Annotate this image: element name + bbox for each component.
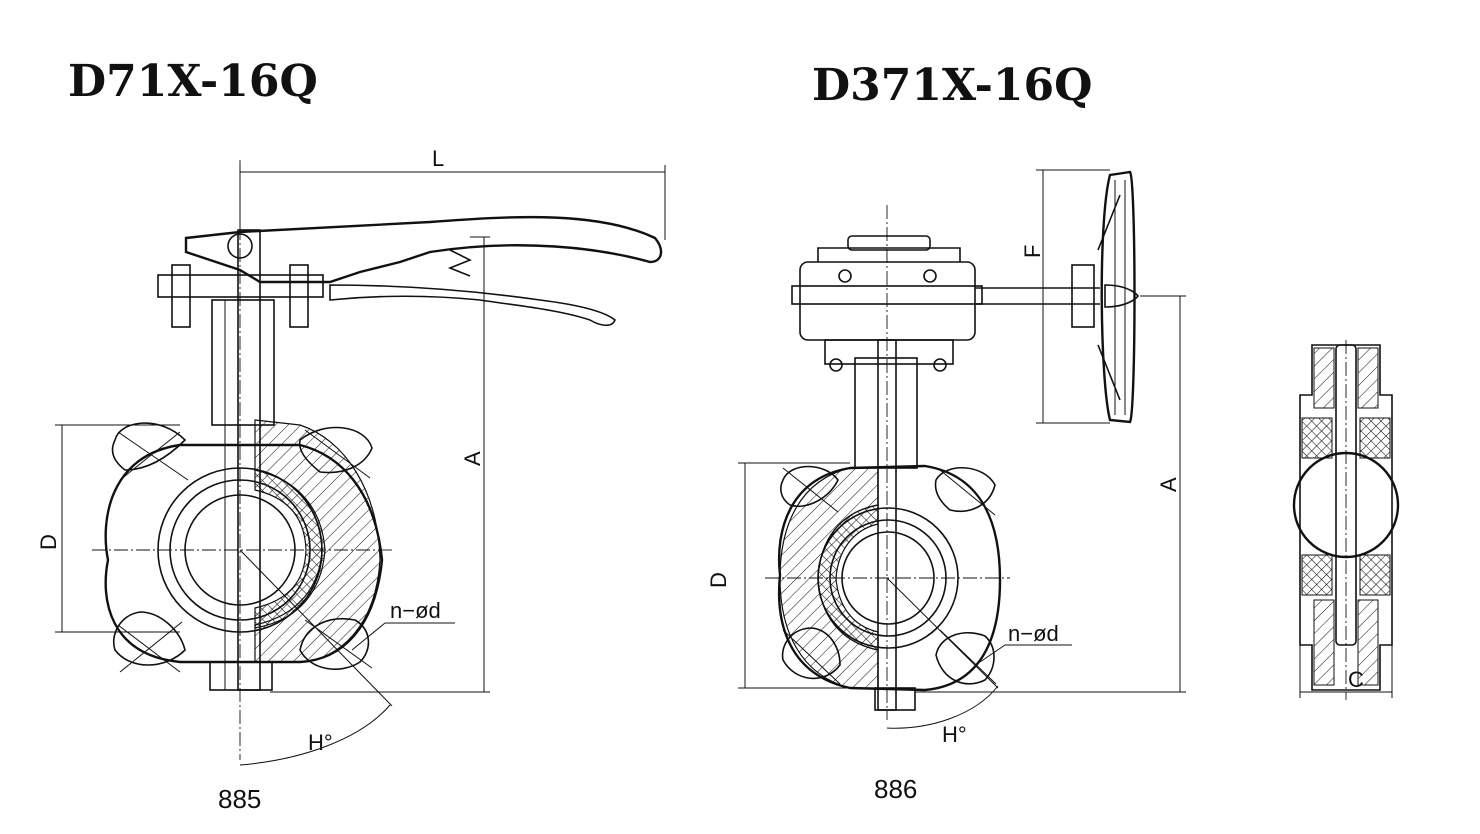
title-right: D371X-16Q	[812, 60, 1092, 111]
dim-label-C: C	[1348, 667, 1364, 692]
right-valve-drawing	[765, 170, 1139, 720]
dim-nd-left: n−ød	[351, 598, 455, 651]
dim-nd-right: n−ød	[979, 621, 1072, 663]
dim-D-left: D	[36, 424, 180, 633]
dim-D-right: D	[706, 462, 850, 689]
dim-label-D-right: D	[706, 572, 731, 588]
dim-F: F	[1020, 169, 1110, 424]
dim-label-nd-left: n−ød	[390, 598, 441, 623]
dim-label-F: F	[1020, 245, 1045, 258]
dim-label-A-left: A	[460, 451, 485, 466]
dim-label-D-left: D	[36, 534, 61, 550]
dim-A-left: A	[270, 236, 490, 693]
dim-label-L: L	[432, 146, 444, 171]
dim-H-left: H°	[239, 549, 393, 766]
dim-A-right: A	[915, 295, 1186, 693]
dim-label-A-right: A	[1156, 477, 1181, 492]
dim-C: C	[1299, 645, 1393, 698]
side-section-view	[1292, 340, 1400, 700]
dim-label-nd-right: n−ød	[1008, 621, 1059, 646]
dim-L: L	[239, 146, 666, 240]
dim-label-H-right: H°	[942, 722, 967, 747]
caption-right: 886	[874, 774, 917, 804]
title-left: D71X-16Q	[68, 56, 318, 107]
dim-label-H-left: H°	[308, 730, 333, 755]
left-valve-drawing	[92, 160, 663, 760]
dim-H-right: H°	[886, 577, 999, 747]
caption-left: 885	[218, 784, 261, 814]
